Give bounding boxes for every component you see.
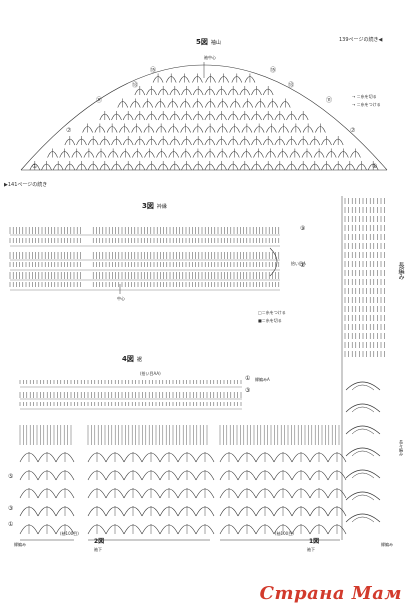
row-number: ⑤ — [8, 473, 13, 480]
collar-end-curve — [269, 247, 278, 277]
band-fan-inner — [351, 450, 375, 457]
fig3-center-label: 中心 — [117, 296, 125, 301]
continued-from-label: 139ページの続き◀ — [339, 37, 383, 43]
fig2-label: 2図 — [94, 538, 105, 545]
row-number: ① — [372, 163, 377, 170]
row-number: ⑪ — [326, 96, 332, 104]
right-vertical-label: 長編み — [397, 262, 404, 280]
row-number: ① — [32, 163, 37, 170]
fig4-marker-label: 縁編みA — [255, 377, 270, 382]
row-number: ① — [8, 521, 13, 528]
band-fan-arc — [345, 447, 381, 457]
fig4-pickup-note: (拾い目AA) — [140, 371, 161, 376]
legend-cut-yarn: → ＝糸を切る — [352, 94, 377, 99]
band-fan-arc — [345, 513, 381, 523]
band-fan-inner — [351, 472, 375, 479]
row-number: ⑬ — [288, 81, 294, 89]
fig2-note: (袖100目) — [60, 531, 79, 536]
right-front-band-chart — [341, 196, 385, 540]
fig5-sub: 袖山 — [210, 40, 221, 46]
fig1-label: 1図 — [309, 538, 320, 545]
fig3-marker-label: 拾い目A — [291, 261, 306, 266]
band-fan-inner — [351, 428, 375, 435]
fig1-sub: 袖下 — [307, 547, 315, 552]
row-number-markers: ⑮ ⑮ ⑬ ⑬ ⑪ ⑪ ⑦ ⑦ ① ① ⑨ ① ① ③ ⑤ ③ ① — [8, 66, 377, 528]
bottom-left-start-label: 縁編み — [14, 542, 26, 547]
fig4-hem-chart — [19, 380, 242, 410]
fig3-legend-cut: ■＝糸を切る — [258, 318, 282, 323]
row-number: ⑨ — [300, 225, 305, 232]
legend-attach-yarn: → ＝糸をつける — [352, 102, 381, 107]
fig5-title: 5図袖山 — [196, 39, 221, 46]
fig5-center-label: 袖中心 — [204, 55, 216, 60]
band-fan-arc — [345, 491, 381, 501]
row-number: ⑬ — [132, 81, 138, 89]
fig5-label: 5図 — [196, 38, 208, 46]
fig3-title: 3図衿縁 — [142, 203, 167, 210]
band-fan-arc — [345, 381, 381, 391]
bottom-right-edge-label: 縁編み — [381, 542, 393, 547]
fig3-sub: 衿縁 — [156, 204, 167, 210]
fig5-sleeve-cap-chart — [20, 62, 388, 171]
fig4-title: 4図裾 — [122, 356, 142, 363]
band-fan-arc — [345, 403, 381, 413]
right-vertical-note: 長々編み — [399, 440, 404, 456]
sleeve-underarm-charts — [19, 425, 347, 541]
fig1-note: (袖100目) — [275, 531, 294, 536]
band-fan-inner — [351, 406, 375, 413]
dome-outline — [20, 64, 388, 171]
band-fan-arc — [345, 469, 381, 479]
watermark: Страна Мам — [259, 583, 402, 604]
band-fan-inner — [351, 494, 375, 501]
row-number: ③ — [8, 505, 13, 512]
row-number: ⑦ — [66, 127, 72, 134]
row-number: ⑪ — [96, 96, 102, 104]
fig4-label: 4図 — [122, 355, 134, 363]
prev-continued-label: ▶141ページの続き — [4, 182, 48, 188]
band-fan-arc — [345, 425, 381, 435]
fig4-sub: 裾 — [136, 357, 142, 363]
row-number: ① — [245, 375, 250, 382]
fig3-collar-chart — [9, 227, 280, 294]
band-fan-inner — [351, 516, 375, 523]
fig3-legend-attach: □＝糸をつける — [258, 310, 286, 315]
band-fan-inner — [351, 384, 375, 391]
row-number: ⑮ — [270, 66, 276, 74]
row-number: ① — [300, 262, 305, 269]
row-number: ⑮ — [150, 66, 156, 74]
row-number: ⑦ — [350, 127, 356, 134]
fig2-sub: 袖下 — [94, 547, 102, 552]
row-number: ③ — [245, 387, 250, 394]
fig3-label: 3図 — [142, 202, 154, 210]
